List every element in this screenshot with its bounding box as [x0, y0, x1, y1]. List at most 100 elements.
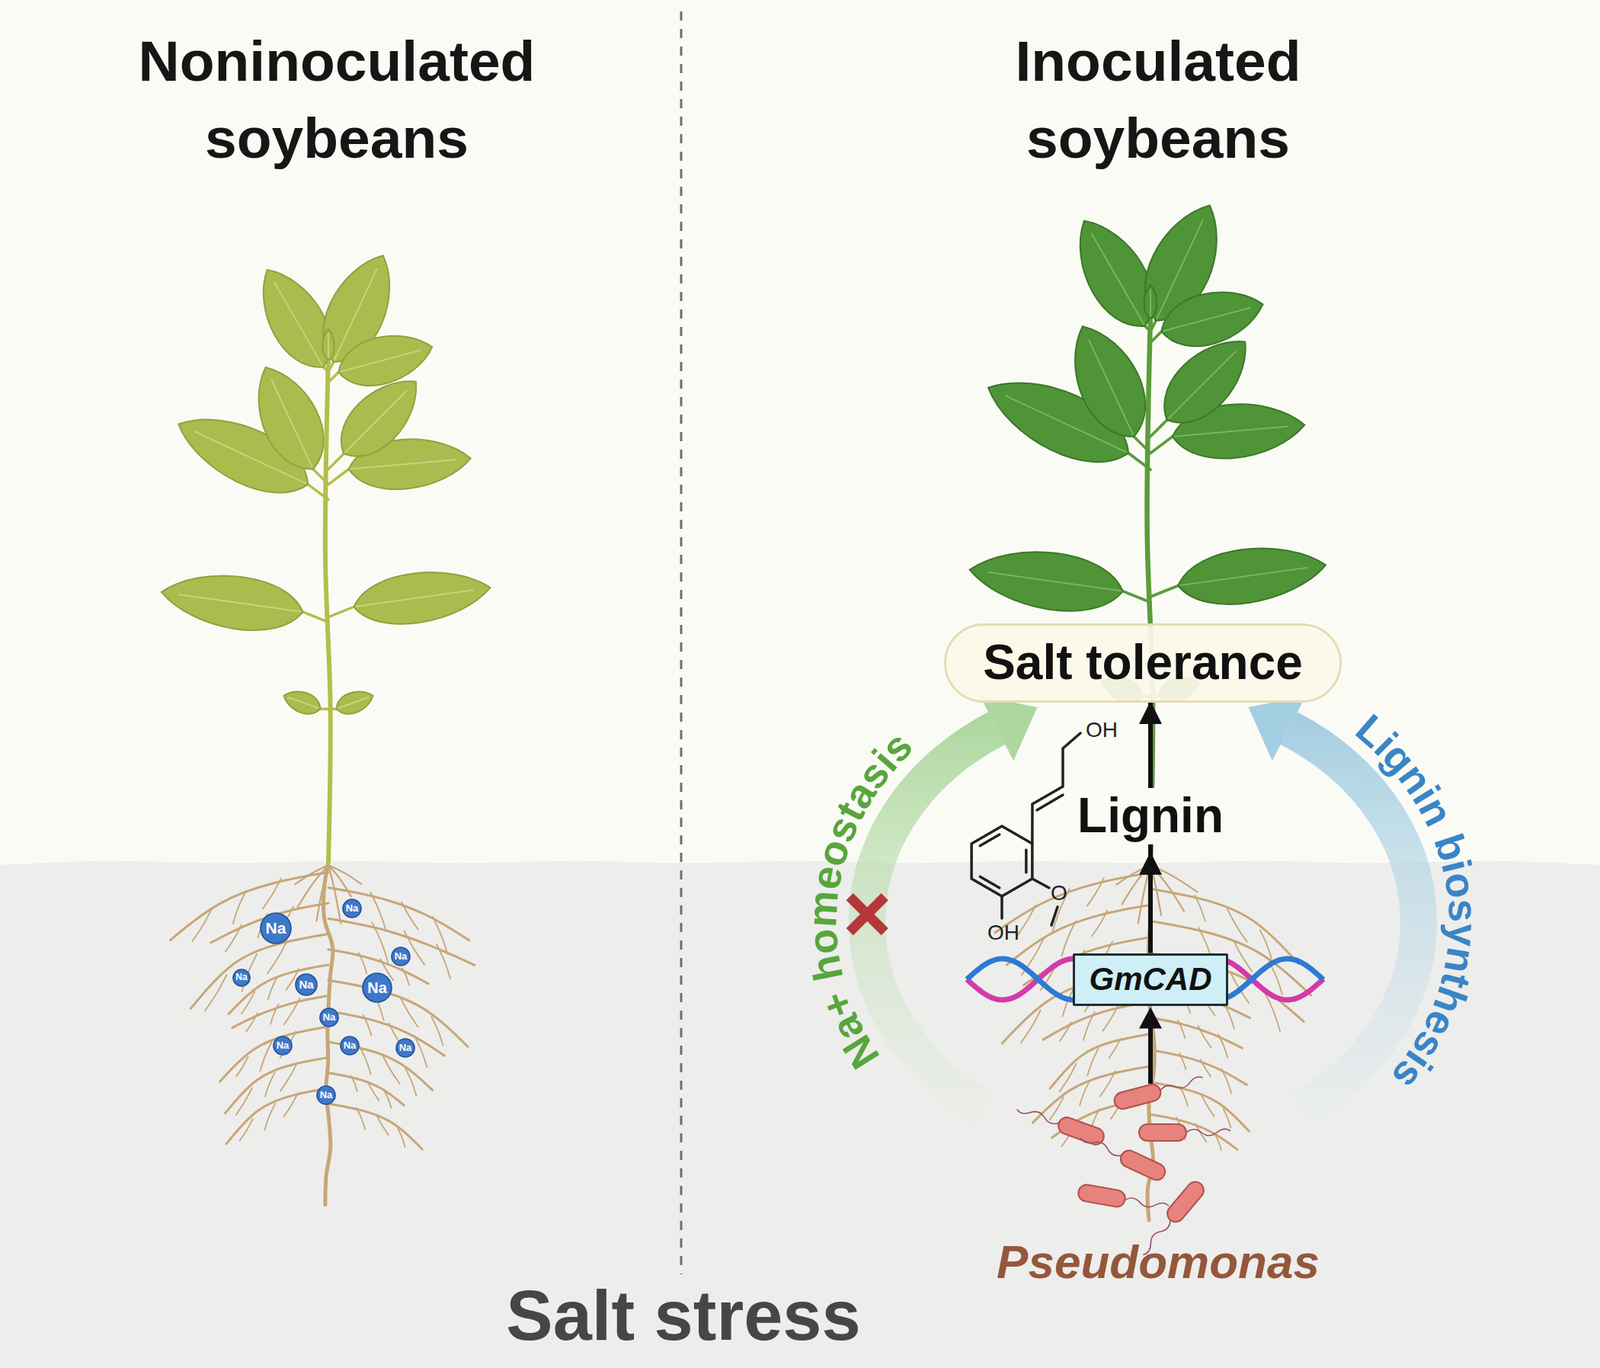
fine-root	[1108, 1038, 1120, 1058]
panel-heading: Noninoculated soybeans	[92, 22, 581, 176]
plant-stem	[325, 356, 331, 862]
fine-root	[1200, 1059, 1211, 1076]
petiole	[303, 611, 329, 622]
leaf-blade	[1055, 313, 1162, 450]
crown-root	[1121, 864, 1151, 905]
flagellum	[1079, 1133, 1123, 1159]
fine-root	[351, 1075, 358, 1092]
petiole	[1150, 320, 1156, 333]
bacterium-cell	[1164, 1177, 1208, 1226]
fine-root	[1179, 1052, 1187, 1069]
lateral-root	[328, 887, 470, 941]
leaf-vein	[1088, 339, 1133, 436]
leaf	[350, 563, 494, 631]
sodium-ion	[391, 947, 410, 966]
fine-root	[1177, 1020, 1185, 1038]
sodium-ion-label: Na	[394, 950, 408, 962]
double-bond	[979, 834, 999, 846]
lateral-root	[190, 934, 329, 1009]
leaf-blade	[1155, 279, 1270, 356]
root-system	[169, 861, 474, 1205]
fine-root	[382, 1054, 400, 1084]
fine-root	[1180, 1086, 1188, 1106]
fine-root	[236, 1056, 248, 1077]
dna-strand	[966, 958, 1324, 1000]
bacterium-cell	[1139, 1123, 1187, 1141]
fine-root	[372, 922, 389, 963]
fine-root	[265, 1072, 275, 1096]
sodium-ion-label: Na	[276, 1040, 290, 1051]
fine-root	[401, 901, 419, 929]
edge-label: Lignin	[1071, 787, 1230, 845]
leaf	[157, 566, 307, 638]
lateral-root	[226, 1088, 329, 1144]
healthy-soybean	[966, 192, 1330, 862]
fine-root	[204, 974, 227, 1011]
petiole	[1128, 453, 1151, 471]
fine-root	[358, 952, 367, 973]
fine-root	[270, 1004, 279, 1024]
fine-root	[400, 998, 418, 1027]
fine-root	[264, 1103, 276, 1130]
sodium-ion	[273, 1036, 292, 1055]
petiole	[328, 371, 339, 382]
sodium-ion	[260, 912, 292, 944]
fine-root	[1221, 1068, 1232, 1094]
lateral-root	[328, 918, 475, 965]
sodium-ion	[362, 972, 392, 1002]
petiole	[1123, 591, 1151, 603]
petiole	[1150, 436, 1173, 454]
double-bond	[1024, 849, 1028, 872]
fine-root	[1020, 1009, 1041, 1043]
lateral-root	[232, 995, 329, 1028]
leaf-blade	[1174, 537, 1330, 612]
lateral-root	[1049, 1033, 1151, 1088]
leaf-vein	[355, 589, 474, 607]
panel-heading: Inoculated soybeans	[914, 22, 1402, 176]
sodium-ion	[295, 973, 317, 996]
fine-root	[246, 1013, 257, 1032]
leaf-vein	[273, 281, 323, 366]
lateral-root	[169, 872, 329, 941]
bacterium-cell	[1112, 1081, 1163, 1111]
leaf-vein	[1091, 233, 1145, 325]
leaf	[1174, 537, 1330, 612]
fine-root	[1201, 1094, 1214, 1116]
induction-arrowhead	[1139, 1007, 1162, 1029]
fine-root	[1079, 1081, 1090, 1105]
gene-box: GmCAD	[1072, 953, 1229, 1006]
leaf	[332, 685, 377, 719]
fine-root	[1061, 921, 1076, 957]
crown-root	[328, 864, 341, 924]
bacterium	[1078, 1128, 1168, 1183]
condition-label: Salt stress	[505, 1276, 861, 1354]
benzene-ring	[971, 825, 1033, 896]
leaf-blade	[350, 563, 494, 631]
leaf-blade	[332, 685, 377, 719]
leaf	[1144, 284, 1158, 319]
bacterium	[1112, 1070, 1206, 1111]
leaf-vein	[988, 572, 1122, 592]
fine-root	[283, 1093, 298, 1117]
petiole	[328, 453, 344, 469]
leaf-vein	[1174, 425, 1290, 436]
fine-root	[1224, 1002, 1235, 1028]
fine-root	[267, 940, 288, 973]
node-text: Salt tolerance	[982, 634, 1303, 692]
sodium-ion-label: Na	[298, 978, 314, 992]
leaf-vein	[1149, 288, 1152, 317]
crown-root	[297, 864, 329, 908]
fine-root	[239, 1118, 253, 1141]
fine-root	[405, 1068, 416, 1096]
flagellum	[1186, 1128, 1231, 1136]
sodium-ion-label: Na	[399, 1042, 413, 1053]
induction-arrow	[1148, 1024, 1153, 1085]
methyl-bond	[1051, 906, 1058, 925]
sodium-ion-label: Na	[265, 918, 287, 937]
process-arrowhead	[979, 695, 1037, 761]
crown-root	[1116, 864, 1151, 885]
fine-root	[1087, 877, 1104, 906]
leaf-vein	[271, 379, 313, 468]
